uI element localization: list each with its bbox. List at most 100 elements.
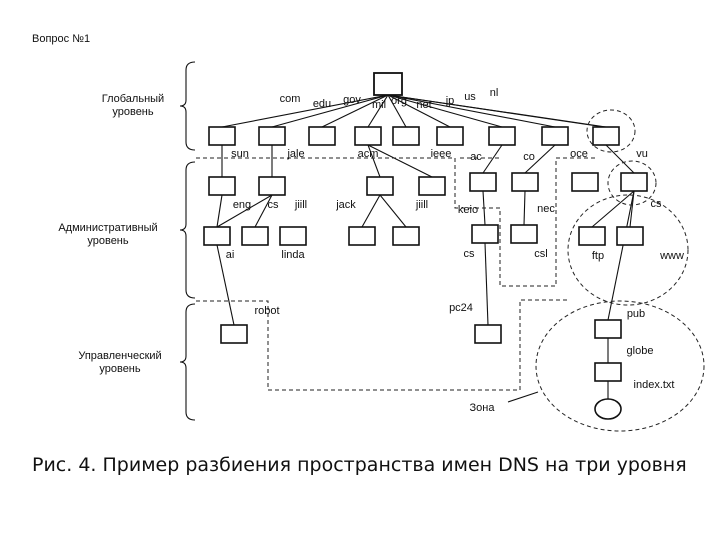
level-label-mgmt: Управленческий: [78, 350, 161, 362]
node-label-csl: csl: [534, 248, 547, 260]
edge: [523, 190, 526, 226]
edge: [271, 94, 389, 128]
node-label-indextxt: index.txt: [634, 379, 675, 391]
node-label-cs2: cs: [651, 198, 663, 210]
node-label-acm: acm: [358, 148, 379, 160]
root-node: [373, 72, 403, 96]
node-box-eng: [208, 176, 236, 196]
tld-label: mil: [372, 99, 386, 111]
node-box-g6: [436, 126, 464, 146]
node-label-oce: oce: [570, 148, 588, 160]
edge: [216, 194, 223, 228]
level-braces: [179, 61, 196, 421]
node-label-jale: jale: [286, 148, 304, 160]
edge: [379, 194, 407, 228]
node-box-keio: [469, 172, 497, 192]
tld-label: us: [464, 91, 476, 103]
edge: [482, 144, 503, 174]
node-label-jiill2: jiill: [415, 199, 428, 211]
zone-pointer: [507, 391, 539, 403]
node-box-cs2: [620, 172, 648, 192]
node-box-csl: [510, 224, 538, 244]
level-labels: ГлобальныйуровеньАдминистративныйуровень…: [58, 93, 164, 375]
tld-label: org: [391, 95, 407, 107]
node-box-ai: [203, 226, 231, 246]
node-label-nec: nec: [537, 203, 555, 215]
edge: [216, 194, 273, 228]
node-box-vu: [592, 126, 620, 146]
zone-border: [196, 299, 568, 391]
edge: [254, 194, 273, 228]
edge: [367, 144, 433, 178]
edge: [387, 94, 556, 128]
node-box-ieee: [392, 126, 420, 146]
tld-label: edu: [313, 98, 331, 110]
node-label-linda: linda: [281, 249, 305, 261]
node-box-g3: [308, 126, 336, 146]
node-box-pc24: [474, 324, 502, 344]
zone-circle: [535, 300, 705, 432]
node-box-a3: [279, 226, 307, 246]
dns-namespace-diagram: ГлобальныйуровеньАдминистративныйуровень…: [58, 61, 705, 432]
level-label-admin: Административный: [58, 222, 157, 234]
edge: [387, 94, 407, 128]
figure-caption: Рис. 4. Пример разбиения пространства им…: [32, 454, 687, 476]
node-label-vu: vu: [636, 148, 648, 160]
edge: [221, 94, 389, 128]
edge: [387, 94, 503, 128]
node-label-eng: eng: [233, 199, 251, 211]
level-brace: [179, 61, 196, 151]
tld-label: gov: [343, 94, 361, 106]
edge: [321, 94, 389, 128]
node-label-globe: globe: [627, 345, 654, 357]
node-box-globe: [594, 362, 622, 382]
node-box-acm: [354, 126, 382, 146]
node-box-pub: [594, 319, 622, 339]
node-label-ac: ac: [470, 151, 482, 163]
edge: [524, 144, 556, 174]
node-box-cs3: [471, 224, 499, 244]
node-label-pub: pub: [627, 308, 645, 320]
zone-circle: [567, 194, 689, 306]
node-label-keio: keio: [458, 204, 478, 216]
zone-circle: [586, 109, 636, 153]
edge: [605, 144, 635, 174]
zone-border: [196, 157, 596, 287]
tld-label: net: [416, 99, 431, 111]
zone-label: Зона: [470, 402, 496, 414]
leaf-node: [594, 398, 622, 420]
slide-header: Вопрос №1: [32, 33, 91, 45]
node-label-www: www: [659, 250, 684, 262]
node-label-pc24: pc24: [449, 302, 473, 314]
node-box-ac: [488, 126, 516, 146]
node-box-sun: [208, 126, 236, 146]
node-label-ai: ai: [226, 249, 235, 261]
node-box-jack1: [348, 226, 376, 246]
edge: [387, 94, 607, 128]
node-label-jack: jack: [335, 199, 356, 211]
tree-nodes: sun jale acm ieee ac co oce vu eng cs jiill jack jii…: [203, 72, 684, 420]
node-label-ieee: ieee: [431, 148, 452, 160]
zone-boundaries: [196, 109, 705, 432]
node-box-ftp: [578, 226, 606, 246]
node-label-cs3: cs: [464, 248, 476, 260]
node-box-co: [541, 126, 569, 146]
node-box-jale: [258, 126, 286, 146]
edge: [591, 190, 635, 228]
level-label-admin: уровень: [87, 235, 129, 247]
node-box-www: [616, 226, 644, 246]
node-box-cs1: [258, 176, 286, 196]
node-label-robot: robot: [254, 305, 279, 317]
node-box-linda: [241, 226, 269, 246]
edge: [387, 94, 451, 128]
level-label-global: уровень: [112, 106, 154, 118]
node-label-jiill1: jiill: [294, 199, 307, 211]
edge: [361, 194, 381, 228]
tree-edges: [216, 94, 635, 400]
node-label-cs1: cs: [268, 199, 280, 211]
node-label-sun: sun: [231, 148, 249, 160]
node-box-jack: [366, 176, 394, 196]
zone-circle: [607, 160, 657, 206]
node-label-co: co: [523, 151, 535, 163]
